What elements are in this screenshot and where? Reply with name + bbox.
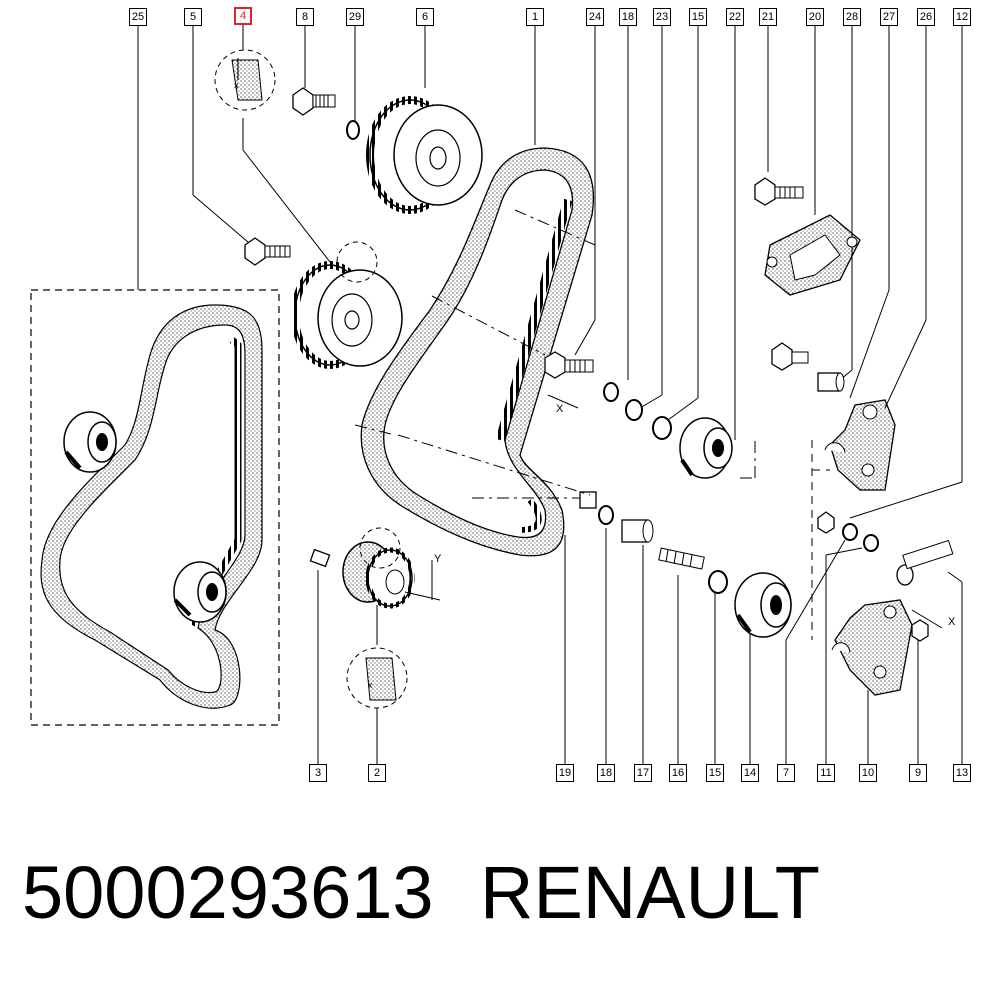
bolt-24: X [544,351,594,415]
callout-7: 7 [777,764,795,782]
dimension-label-x-sprocket: x [368,680,373,690]
tensioner-10 [831,599,913,696]
gear-detail-view-2: x [346,647,408,709]
callout-14: 14 [741,764,759,782]
timing-belt-exploded-diagram: x X [30,7,971,782]
footer: 5000293613 RENAULT [0,850,1000,960]
stud-16 [658,547,705,570]
callout-29: 29 [346,8,364,26]
inset-idler-roller-lower [173,561,227,623]
callout-23: 23 [653,8,671,26]
callout-17: 17 [634,764,652,782]
washer-23 [625,399,643,421]
dimension-label-x-top: x [234,80,239,90]
callout-11: 11 [817,764,835,782]
dimension-label-x-tensioner: X [948,616,956,628]
nut-12 [817,511,835,534]
callout-10: 10 [859,764,877,782]
idler-roller-22 [679,417,733,479]
idler-roller-14 [734,572,792,638]
washer-15-bottom [708,570,728,594]
washer-7 [863,534,879,552]
part-number: 5000293613 [22,851,434,934]
bolt-13 [896,539,954,586]
camshaft-pulley-lower [291,241,403,369]
callout-28: 28 [843,8,861,26]
inset-idler-roller-upper [63,411,117,473]
callout-19: 19 [556,764,574,782]
callout-25: 25 [129,8,147,26]
callout-18-bottom: 18 [597,764,615,782]
crankshaft-sprocket-2: Y [342,527,442,609]
callout-24: 24 [586,8,604,26]
nut-9: X [911,609,956,642]
dimension-label-x-bolt: X [556,403,564,415]
callout-3: 3 [309,764,327,782]
callout-4-highlighted: 4 [234,7,252,25]
callout-16: 16 [669,764,687,782]
washer-18-bottom [598,505,614,525]
callout-1: 1 [526,8,544,26]
dimension-label-y: Y [434,553,442,565]
inset-frame [30,289,280,726]
washer-18-top [603,382,619,402]
callout-22: 22 [726,8,744,26]
washer-15-top [652,416,672,440]
callout-13: 13 [953,764,971,782]
callout-9: 9 [909,764,927,782]
key-3 [309,548,331,568]
callout-27: 27 [880,8,898,26]
callout-18-top: 18 [619,8,637,26]
washer-11 [842,523,858,541]
callout-26: 26 [917,8,935,26]
callout-15-top: 15 [689,8,707,26]
washer-29 [346,120,360,140]
inset-timing-belt [40,304,263,709]
center-lines [354,209,756,499]
bolt-21 [754,177,804,206]
brand-name: RENAULT [480,851,820,934]
gear-detail-view-4: x [214,49,276,111]
camshaft-pulley [366,96,483,214]
spacer-28 [817,372,845,392]
spacer-19 [579,491,597,509]
bolt-27 [771,342,809,371]
callout-12: 12 [953,8,971,26]
callout-8: 8 [296,8,314,26]
callout-6: 6 [416,8,434,26]
tensioner-arm-26 [824,399,896,491]
bolt-5 [244,237,291,266]
bracket-20 [764,214,861,296]
callout-20: 20 [806,8,824,26]
bushing-17 [621,519,654,543]
callout-5: 5 [184,8,202,26]
callout-21: 21 [759,8,777,26]
callout-15-bottom: 15 [706,764,724,782]
leader-lines [137,25,963,765]
callout-2: 2 [368,764,386,782]
bolt-8 [292,87,336,116]
diagram-drawing: x X [30,25,963,765]
